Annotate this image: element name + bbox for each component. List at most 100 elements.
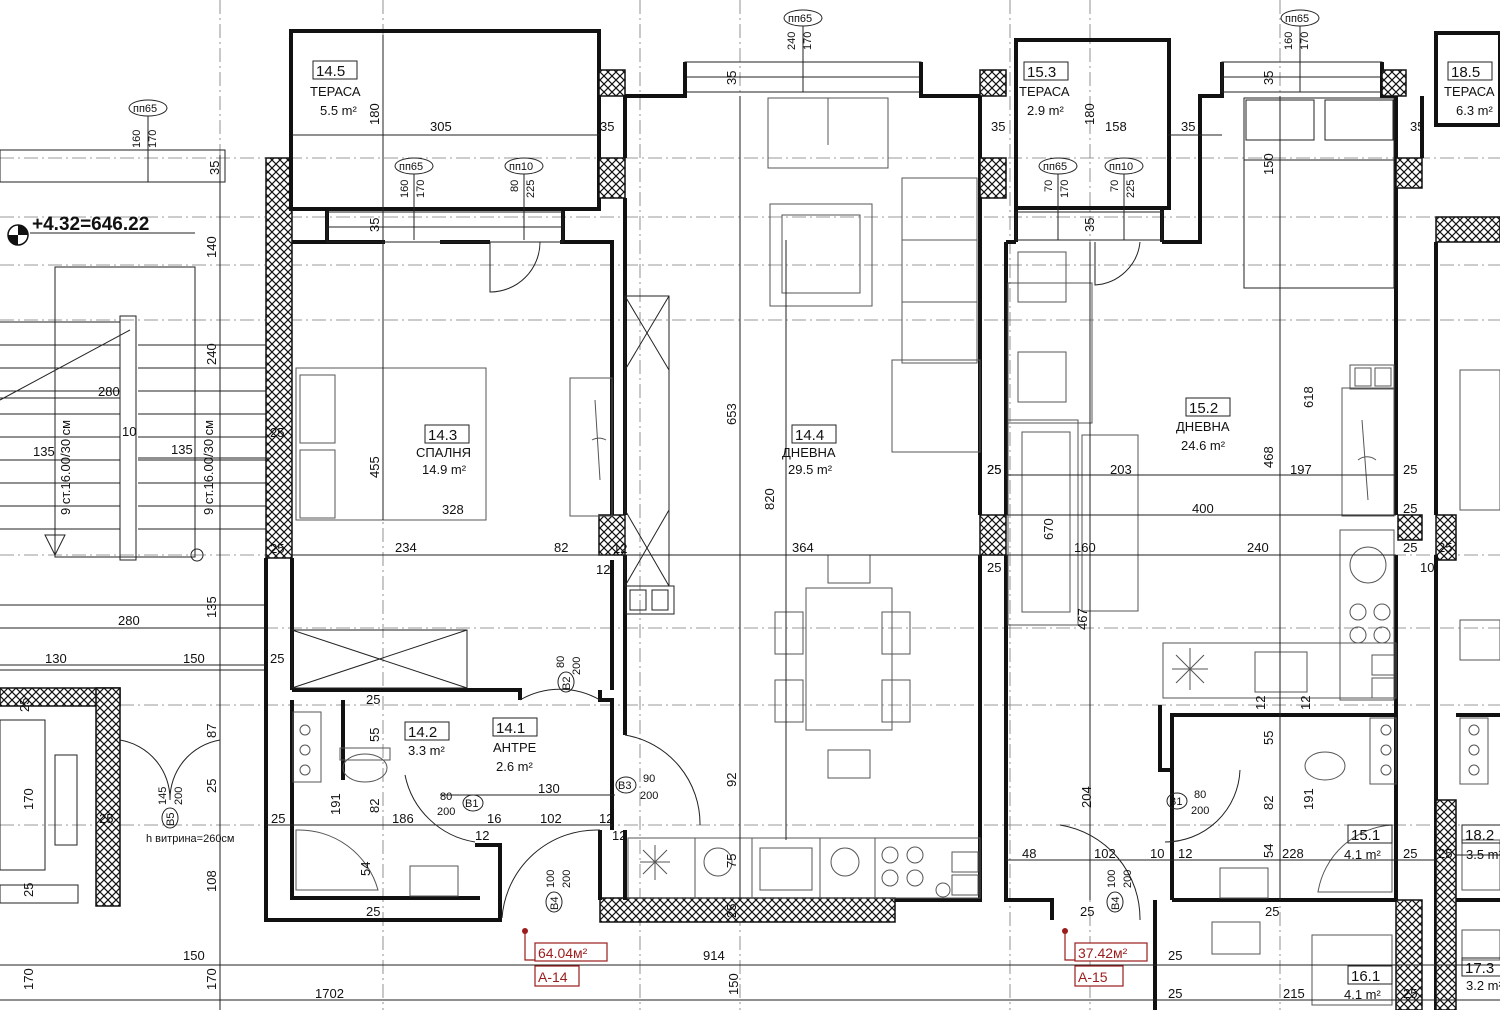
window-size: 170 — [802, 32, 814, 50]
dimension: 108 — [204, 870, 219, 892]
furniture-a15 — [1007, 251, 1500, 1006]
dimension: 25 — [99, 811, 113, 826]
door-width: 90 — [643, 773, 655, 785]
door-code: В4 — [1110, 897, 1122, 910]
dimension: 25 — [1080, 904, 1094, 919]
window-size: 160 — [131, 130, 143, 148]
window-size: 240 — [786, 32, 798, 50]
dimension: 135 — [171, 442, 193, 457]
dimension: 653 — [724, 403, 739, 425]
door-height: 200 — [561, 870, 573, 888]
door-arcs — [404, 241, 1241, 921]
dimension: 135 — [33, 444, 55, 459]
dimension: 170 — [204, 968, 219, 990]
room-area: 14.9 m² — [422, 462, 467, 477]
dimension-texts: 305 35 180 35 140 240 35 280 135 10 135 … — [17, 71, 1452, 1001]
dimension: 25 — [1403, 846, 1417, 861]
dimension: 25 — [1438, 846, 1452, 861]
walls-a15 — [1004, 38, 1424, 1010]
walls-neighbour-right — [1434, 31, 1500, 1010]
dimension: 191 — [328, 793, 343, 815]
dimension: 25 — [1168, 948, 1182, 963]
room-area: 4.1 m² — [1344, 847, 1382, 862]
room-number: 15.1 — [1351, 827, 1380, 844]
dimension: 35 — [1261, 71, 1276, 85]
window-code: пп10 — [509, 161, 533, 173]
window-size: 70 — [1109, 180, 1121, 192]
dimension: 35 — [600, 119, 614, 134]
room-area: 24.6 m² — [1181, 438, 1226, 453]
dimension: 158 — [1105, 119, 1127, 134]
dimension: 25 — [366, 692, 380, 707]
dimension: 400 — [1192, 501, 1214, 516]
vitrina-note: h витрина=260см — [146, 833, 235, 845]
door-code: В5 — [165, 813, 177, 826]
dimension-lines — [0, 35, 1500, 1010]
dimension: 12 — [475, 828, 489, 843]
dimension: 150 — [183, 948, 205, 963]
dimension: 75 — [724, 854, 739, 868]
room-number: 15.2 — [1189, 400, 1218, 417]
dimension: 35 — [207, 161, 222, 175]
dimension: 12 — [1178, 846, 1192, 861]
door-width: 80 — [1194, 789, 1206, 801]
dimension: 12 — [612, 828, 626, 843]
dimension: 25 — [366, 904, 380, 919]
dimension: 35 — [1181, 119, 1195, 134]
dimension: 102 — [540, 811, 562, 826]
window-size: 70 — [1043, 180, 1055, 192]
room-number: 17.3 — [1465, 960, 1494, 977]
door-height: 200 — [1191, 805, 1209, 817]
dimension: 150 — [1261, 153, 1276, 175]
dimension: 10 — [1150, 846, 1164, 861]
dimension: 25 — [1265, 904, 1279, 919]
dimension: 203 — [1110, 462, 1132, 477]
furniture-a14 — [292, 97, 981, 899]
dimension: 670 — [1041, 518, 1056, 540]
dimension: 16 — [487, 811, 501, 826]
dimension: 10 — [1420, 560, 1434, 575]
dimension: 135 — [204, 596, 219, 618]
dimension: 54 — [1261, 844, 1276, 858]
window-code: пп65 — [1285, 13, 1309, 25]
window-size: 225 — [525, 180, 537, 198]
apartment-area: 37.42м² — [1078, 945, 1128, 961]
room-area: 2.6 m² — [496, 759, 534, 774]
door-code: В2 — [561, 677, 573, 690]
dimension: 25 — [724, 904, 739, 918]
dimension: 1702 — [315, 986, 344, 1001]
dimension: 12 — [613, 541, 627, 556]
dimension: 140 — [204, 236, 219, 258]
dimension: 618 — [1301, 386, 1316, 408]
dimension: 35 — [1410, 119, 1424, 134]
room-area: 6.3 m² — [1456, 103, 1494, 118]
dimension: 82 — [367, 799, 382, 813]
door-width: 80 — [555, 656, 567, 668]
room-name: ДНЕВНА — [1176, 419, 1230, 434]
dimension: 240 — [204, 343, 219, 365]
door-code: В1 — [1169, 796, 1182, 808]
dimension: 160 — [1074, 540, 1096, 555]
dimension: 25 — [270, 651, 284, 666]
room-number: 18.5 — [1451, 64, 1480, 81]
dimension: 25 — [1403, 540, 1417, 555]
misc-labels: 9 ст.16.00/30 см 9 ст.16.00/30 см h витр… — [58, 420, 235, 845]
window-code: пп65 — [133, 103, 157, 115]
dimension: 25 — [1168, 986, 1182, 1001]
dimension: 48 — [1022, 846, 1036, 861]
dimension: 180 — [1082, 103, 1097, 125]
dimension: 35 — [991, 119, 1005, 134]
door-width: 145 — [157, 787, 169, 805]
dimension: 228 — [1282, 846, 1304, 861]
dimension: 55 — [1261, 731, 1276, 745]
dimension: 82 — [1261, 796, 1276, 810]
window-size: 170 — [1059, 180, 1071, 198]
dimension: 54 — [358, 862, 373, 876]
dimension: 150 — [183, 651, 205, 666]
dimension: 130 — [45, 651, 67, 666]
door-height: 200 — [1122, 870, 1134, 888]
door-width: 100 — [1106, 870, 1118, 888]
dimension: 280 — [118, 613, 140, 628]
room-number: 15.3 — [1027, 64, 1056, 81]
door-height: 200 — [173, 787, 185, 805]
